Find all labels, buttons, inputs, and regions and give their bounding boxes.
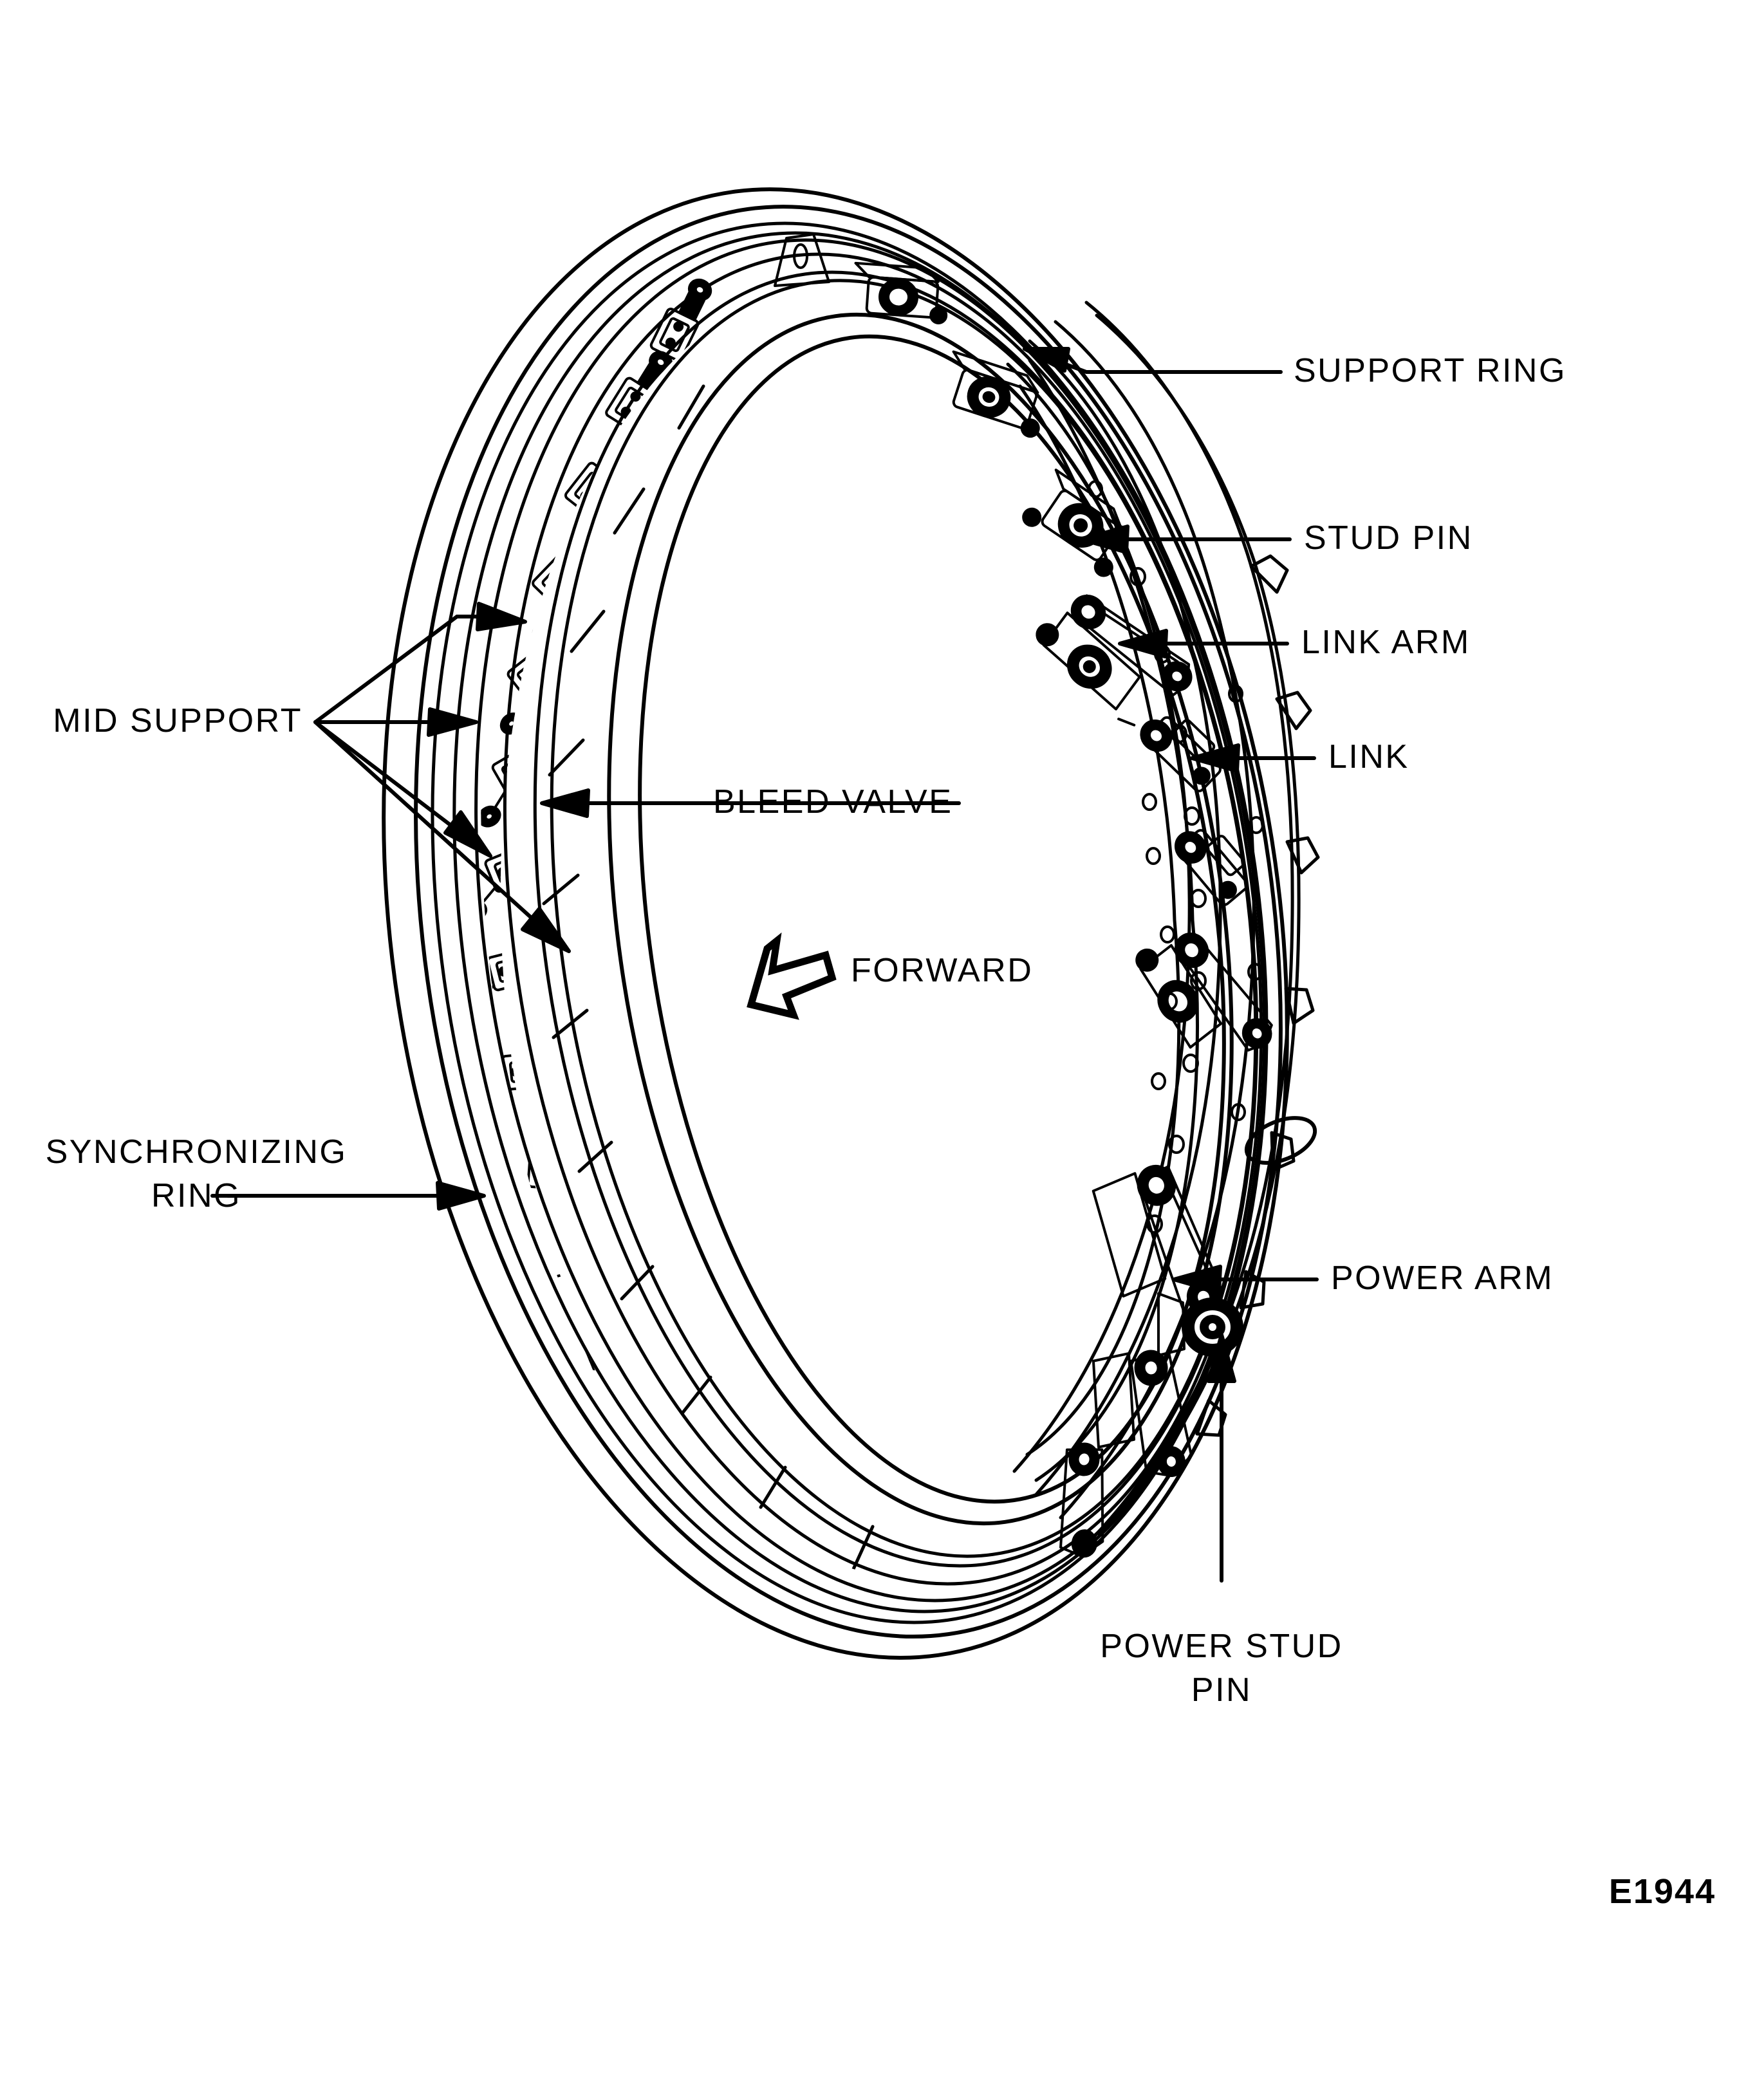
leader-stud-pin xyxy=(1079,525,1292,554)
top-mount-lug xyxy=(774,233,830,287)
callout-mid-support: MID SUPPORT xyxy=(53,702,302,739)
lower-bracket-cluster xyxy=(1092,1350,1193,1478)
leader-bleed-valve xyxy=(540,788,961,818)
forward-block-arrow xyxy=(747,932,837,1020)
callout-synchronizing-ring-line1: SYNCHRONIZING xyxy=(45,1133,348,1171)
callout-link-arm: LINK ARM xyxy=(1301,624,1471,661)
callout-power-stud-pin-line2: PIN xyxy=(1191,1671,1252,1709)
callout-stud-pin: STUD PIN xyxy=(1304,519,1473,557)
leader-synchronizing-ring xyxy=(210,1181,486,1211)
link-arm-station xyxy=(1036,594,1193,711)
bleed-valve-panel-seams xyxy=(542,384,875,1571)
leader-support-ring xyxy=(1023,347,1283,374)
synchronizing-ring-band xyxy=(431,221,1269,1624)
support-ring-outer-contour xyxy=(382,187,1289,1660)
leader-lines xyxy=(210,347,1319,1583)
top-bracket-cluster xyxy=(952,350,1040,438)
leader-power-stud-pin xyxy=(1207,1333,1236,1583)
power-arm-station xyxy=(1092,1164,1223,1315)
access-port-oval xyxy=(1244,1116,1317,1165)
callout-synchronizing-ring-line2: RING xyxy=(151,1177,241,1214)
callout-forward: FORWARD xyxy=(851,952,1034,989)
flange-fastener-holes xyxy=(1088,480,1264,1234)
leader-power-arm xyxy=(1172,1265,1319,1294)
mid-support-rail xyxy=(533,270,1259,1568)
top-bracket-cluster xyxy=(854,261,948,324)
leader-link-arm xyxy=(1118,629,1289,658)
leader-mid-support xyxy=(313,602,571,953)
right-hardware-band xyxy=(774,233,1273,1558)
callout-power-stud-pin-line1: POWER STUD xyxy=(1100,1628,1343,1665)
callout-link: LINK xyxy=(1328,738,1409,776)
link-station xyxy=(1174,829,1249,906)
figure-number: E1944 xyxy=(1608,1872,1716,1911)
callout-bleed-valve: BLEED VALVE xyxy=(713,783,953,821)
lower-bracket-cluster xyxy=(1059,1442,1104,1558)
callout-power-arm: POWER ARM xyxy=(1331,1259,1554,1297)
link-arm-station xyxy=(1135,933,1273,1052)
callout-support-ring: SUPPORT RING xyxy=(1294,352,1566,389)
leader-link xyxy=(1190,743,1316,773)
